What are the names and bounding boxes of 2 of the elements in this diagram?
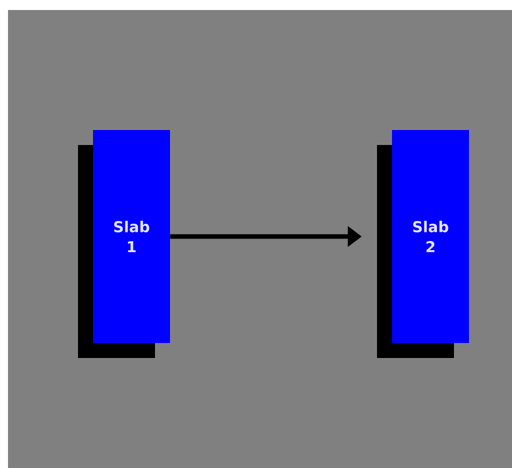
slab-box: Slab 2 bbox=[377, 130, 469, 358]
slab-box: Slab 1 bbox=[78, 130, 170, 358]
